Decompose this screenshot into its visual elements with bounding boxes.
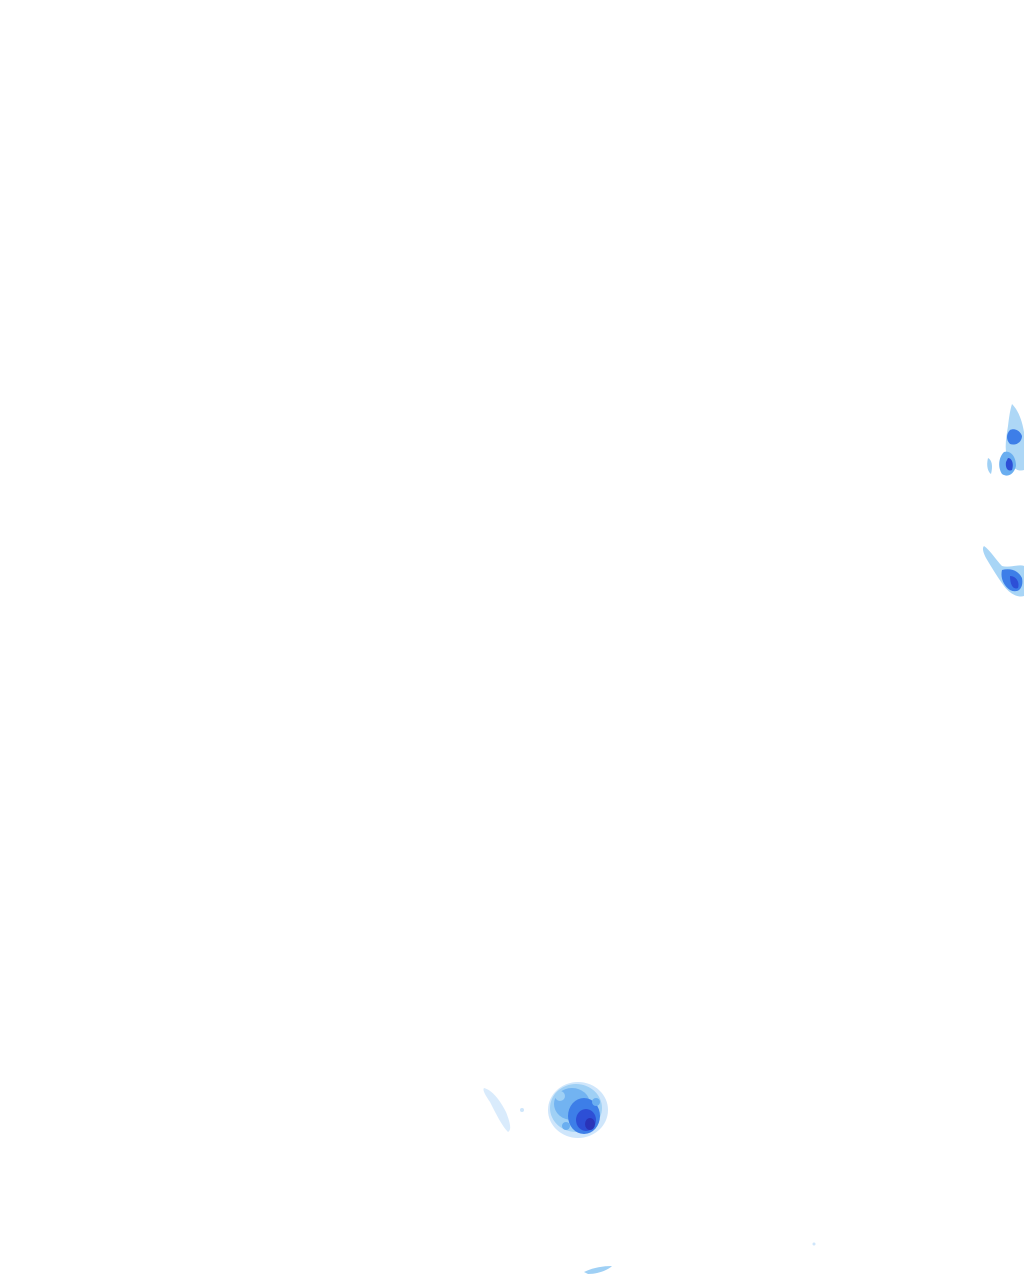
echo-east-edge-upper — [987, 404, 1024, 476]
echo-east-edge-lower — [982, 546, 1024, 597]
echo-south-trace — [483, 1088, 524, 1132]
echo-south-cell — [548, 1082, 608, 1138]
echo-bottom-trace — [584, 1242, 816, 1274]
